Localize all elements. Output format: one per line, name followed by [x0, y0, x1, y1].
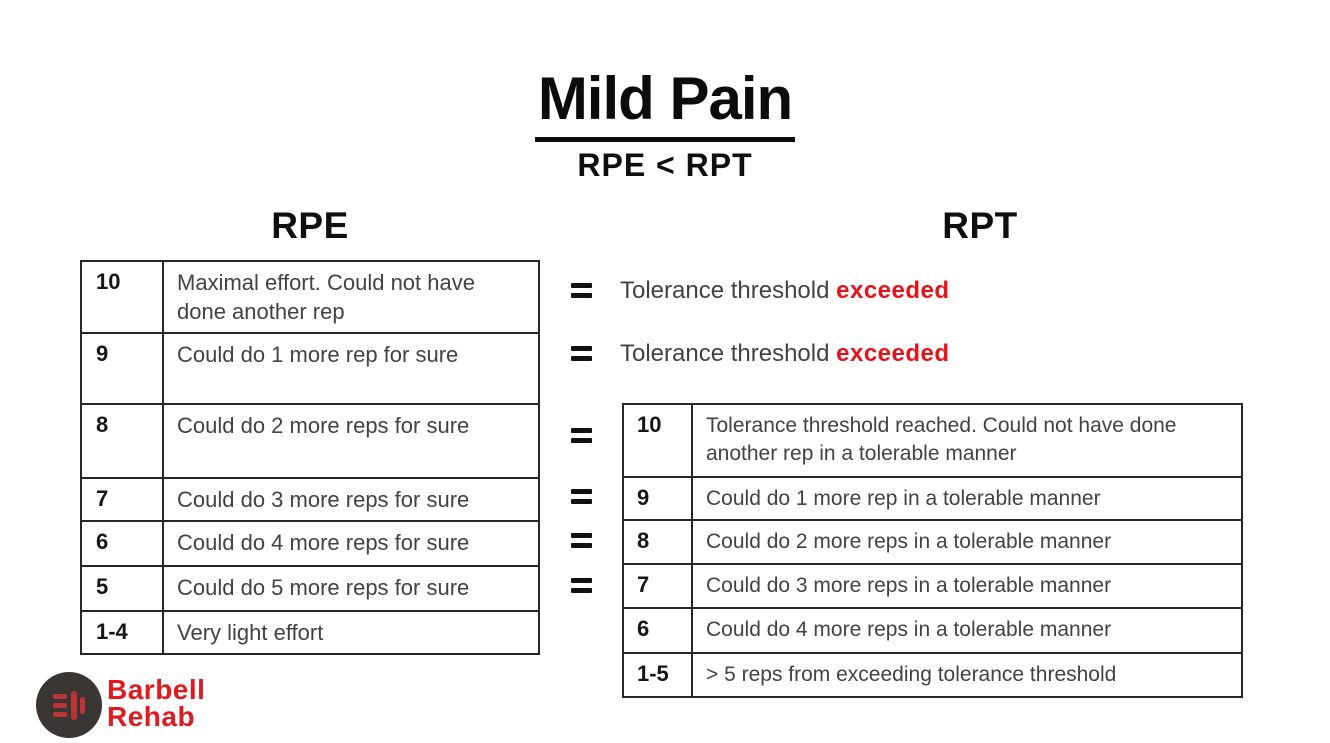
rpe-description: Could do 3 more reps for sure	[177, 487, 470, 512]
rpt-score: 6	[624, 609, 693, 652]
rpt-score: 8	[624, 521, 693, 563]
table-row: 1-4 Very light effort	[82, 610, 538, 653]
rpe-score: 1-4	[82, 612, 164, 653]
rpe-score: 7	[82, 479, 164, 520]
barbell-monogram-icon	[53, 691, 85, 720]
rpe-description: Could do 5 more reps for sure	[177, 575, 470, 600]
equals-icon	[571, 533, 592, 548]
rpt-table: 10 Tolerance threshold reached. Could no…	[622, 403, 1243, 698]
table-row: 6 Could do 4 more reps in a tolerable ma…	[624, 607, 1241, 652]
table-row: 6 Could do 4 more reps for sure	[82, 520, 538, 565]
rpt-description: Could do 1 more rep in a tolerable manne…	[706, 487, 1101, 510]
rpt-heading: RPT	[942, 205, 1018, 246]
table-row: 10 Tolerance threshold reached. Could no…	[624, 405, 1241, 476]
rpt-description: > 5 reps from exceeding tolerance thresh…	[706, 663, 1117, 686]
rpe-description: Could do 4 more reps for sure	[177, 530, 470, 555]
rpe-score: 9	[82, 334, 164, 403]
table-row: 9 Could do 1 more rep in a tolerable man…	[624, 476, 1241, 519]
exceeded-prefix: Tolerance threshold	[620, 340, 837, 367]
equals-icon	[571, 346, 592, 361]
rpt-description: Could do 3 more reps in a tolerable mann…	[706, 574, 1112, 597]
rpt-exceeded-line: Tolerance threshold exceeded	[620, 277, 950, 305]
equals-icon	[571, 283, 592, 298]
page-title: Mild Pain	[534, 64, 796, 142]
rpe-description: Could do 2 more reps for sure	[177, 413, 470, 438]
logo-wordmark: Barbell Rehab	[107, 674, 206, 732]
logo-line2: Rehab	[107, 701, 196, 732]
exceeded-highlight: exceeded	[836, 340, 950, 367]
logo-line1: Barbell	[107, 674, 206, 705]
table-row: 1-5 > 5 reps from exceeding tolerance th…	[624, 652, 1241, 696]
rpe-score: 5	[82, 567, 164, 610]
rpe-score: 8	[82, 405, 164, 477]
equals-icon	[571, 489, 592, 504]
equals-icon	[571, 578, 592, 593]
equals-icon	[571, 428, 592, 443]
rpe-table: 10 Maximal effort. Could not have done a…	[80, 260, 540, 655]
rpt-description: Tolerance threshold reached. Could not h…	[706, 414, 1177, 465]
barbell-rehab-logo	[36, 672, 102, 738]
table-row: 9 Could do 1 more rep for sure	[82, 332, 538, 403]
rpt-score: 1-5	[624, 654, 693, 696]
rpt-description: Could do 4 more reps in a tolerable mann…	[706, 618, 1112, 641]
rpe-score: 6	[82, 522, 164, 565]
table-row: 5 Could do 5 more reps for sure	[82, 565, 538, 610]
rpe-score: 10	[82, 262, 164, 332]
table-row: 8 Could do 2 more reps in a tolerable ma…	[624, 519, 1241, 563]
rpt-score: 10	[624, 405, 693, 476]
exceeded-prefix: Tolerance threshold	[620, 277, 837, 304]
rpe-heading: RPE	[271, 205, 349, 246]
subtitle: RPE < RPT	[577, 147, 753, 183]
table-row: 8 Could do 2 more reps for sure	[82, 403, 538, 477]
rpt-score: 9	[624, 478, 693, 519]
rpe-description: Maximal effort. Could not have done anot…	[177, 270, 475, 324]
table-row: 7 Could do 3 more reps in a tolerable ma…	[624, 563, 1241, 607]
rpe-description: Could do 1 more rep for sure	[177, 342, 459, 367]
rpt-score: 7	[624, 565, 693, 607]
table-row: 10 Maximal effort. Could not have done a…	[82, 262, 538, 332]
rpe-description: Very light effort	[177, 620, 324, 645]
exceeded-highlight: exceeded	[836, 277, 950, 304]
rpt-description: Could do 2 more reps in a tolerable mann…	[706, 530, 1112, 553]
table-row: 7 Could do 3 more reps for sure	[82, 477, 538, 520]
rpt-exceeded-line: Tolerance threshold exceeded	[620, 340, 950, 368]
